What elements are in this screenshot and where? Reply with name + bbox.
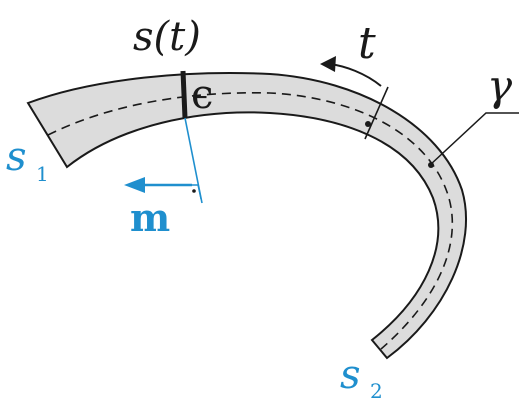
label-s2-subscript: 2 [370, 379, 383, 401]
right-angle-dot [192, 189, 196, 193]
cross-section-bar [180, 70, 188, 119]
label-s2: s [340, 352, 361, 398]
right-angle-marker [184, 184, 202, 200]
centerline-dashed [47, 92, 454, 350]
label-m: m [130, 195, 170, 240]
tangent-arrow-head [320, 56, 336, 72]
label-t: t [358, 18, 376, 69]
m-arrow-head [124, 177, 145, 193]
tangent-point [365, 121, 371, 127]
label-s1: s [6, 134, 27, 180]
label-gamma: γ [487, 61, 513, 110]
label-epsilon: ϵ [191, 72, 213, 118]
label-s1-subscript: 1 [36, 162, 49, 186]
tube-body [26, 72, 467, 360]
gamma-leader-line [429, 112, 519, 166]
gamma-point [428, 162, 434, 168]
tangent-tick [364, 86, 389, 140]
label-s-of-t: s(t) [133, 14, 201, 60]
